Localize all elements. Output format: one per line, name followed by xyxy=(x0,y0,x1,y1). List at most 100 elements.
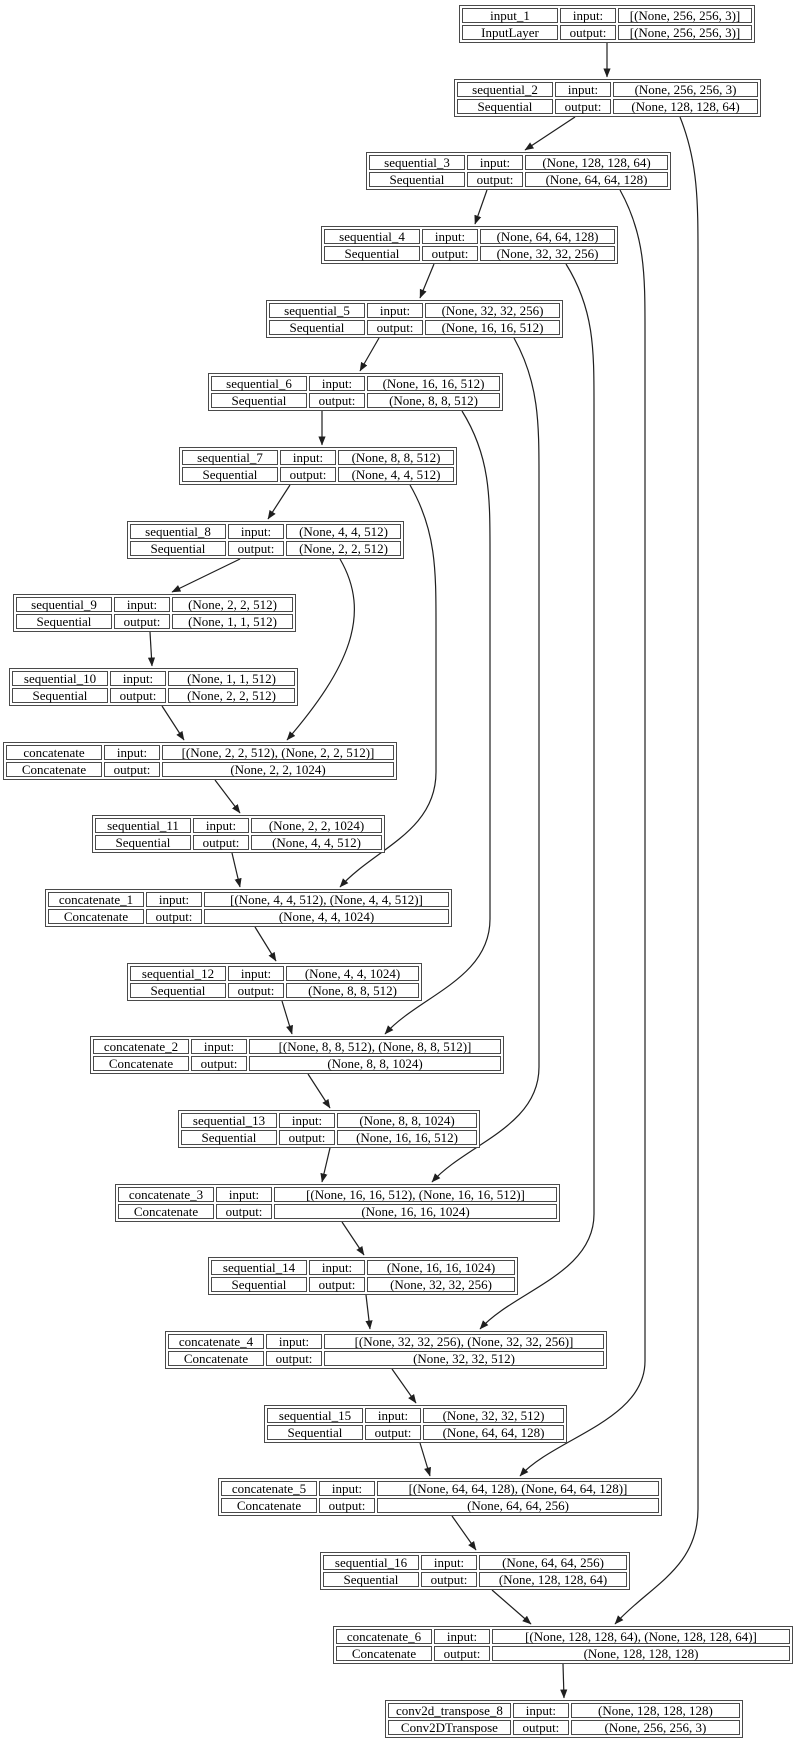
edge-concatenate_1-to-sequential_12 xyxy=(254,926,277,962)
output-shape: (None, 8, 8, 512) xyxy=(286,983,419,998)
layer-type: Sequential xyxy=(181,1130,277,1145)
layer-type: Sequential xyxy=(130,541,226,556)
layer-name: sequential_6 xyxy=(211,376,307,391)
input-shape: [(None, 8, 8, 512), (None, 8, 8, 512)] xyxy=(249,1039,501,1054)
layer-type: Concatenate xyxy=(93,1056,189,1071)
input-shape: (None, 4, 4, 1024) xyxy=(286,966,419,981)
layer-name: sequential_8 xyxy=(130,524,226,539)
layer-node-table: concatenate_4 input: [(None, 32, 32, 256… xyxy=(168,1334,604,1366)
output-label: output: xyxy=(146,909,202,924)
node-sequential_7: sequential_7 input: (None, 8, 8, 512) Se… xyxy=(179,447,457,485)
layer-name: sequential_15 xyxy=(267,1408,363,1423)
input-shape: (None, 1, 1, 512) xyxy=(168,671,295,686)
layer-node-table: concatenate_6 input: [(None, 128, 128, 6… xyxy=(336,1629,790,1661)
layer-name: concatenate_4 xyxy=(168,1334,264,1349)
node-conv2d_transpose_8: conv2d_transpose_8 input: (None, 128, 12… xyxy=(385,1700,743,1738)
layer-node-table: sequential_15 input: (None, 32, 32, 512)… xyxy=(267,1408,564,1440)
layer-name: sequential_4 xyxy=(324,229,420,244)
layer-name: sequential_13 xyxy=(181,1113,277,1128)
edge-sequential_11-to-concatenate_1 xyxy=(231,852,242,888)
node-sequential_12: sequential_12 input: (None, 4, 4, 1024) … xyxy=(127,963,422,1001)
input-shape: (None, 32, 32, 256) xyxy=(425,303,560,318)
layer-name: input_1 xyxy=(462,8,558,23)
input-label: input: xyxy=(228,966,284,981)
input-shape: (None, 8, 8, 512) xyxy=(338,450,454,465)
input-label: input: xyxy=(367,303,423,318)
layer-type: Concatenate xyxy=(118,1204,214,1219)
input-shape: [(None, 128, 128, 64), (None, 128, 128, … xyxy=(492,1629,790,1644)
output-shape: (None, 4, 4, 1024) xyxy=(204,909,449,924)
input-shape: [(None, 256, 256, 3)] xyxy=(618,8,752,23)
layer-name: sequential_16 xyxy=(323,1555,419,1570)
output-shape: (None, 64, 64, 128) xyxy=(423,1425,564,1440)
input-shape: (None, 128, 128, 64) xyxy=(525,155,668,170)
layer-type: Sequential xyxy=(324,246,420,261)
output-label: output: xyxy=(191,1056,247,1071)
layer-node-table: conv2d_transpose_8 input: (None, 128, 12… xyxy=(388,1703,740,1735)
layer-node-table: sequential_6 input: (None, 16, 16, 512) … xyxy=(211,376,500,408)
edge-sequential_8-to-sequential_9 xyxy=(171,558,241,593)
layer-type: Sequential xyxy=(323,1572,419,1587)
layer-node-table: concatenate_3 input: [(None, 16, 16, 512… xyxy=(118,1187,557,1219)
node-sequential_4: sequential_4 input: (None, 64, 64, 128) … xyxy=(321,226,618,264)
edge-sequential_4-to-concatenate_4 xyxy=(479,263,595,1330)
input-label: input: xyxy=(279,1113,335,1128)
layer-type: Conv2DTranspose xyxy=(388,1720,511,1735)
layer-name: concatenate xyxy=(6,745,102,760)
output-label: output: xyxy=(228,983,284,998)
layer-node-table: input_1 input: [(None, 256, 256, 3)] Inp… xyxy=(462,8,752,40)
layer-type: Concatenate xyxy=(6,762,102,777)
input-label: input: xyxy=(266,1334,322,1349)
output-label: output: xyxy=(266,1351,322,1366)
edge-sequential_7-to-concatenate_1 xyxy=(339,484,437,888)
input-label: input: xyxy=(280,450,336,465)
output-label: output: xyxy=(421,1572,477,1587)
input-shape: (None, 2, 2, 1024) xyxy=(251,818,382,833)
layer-type: Sequential xyxy=(369,172,465,187)
layer-node-table: sequential_5 input: (None, 32, 32, 256) … xyxy=(269,303,560,335)
output-shape: (None, 2, 2, 512) xyxy=(168,688,295,703)
edge-concatenate_2-to-sequential_13 xyxy=(307,1073,331,1109)
output-label: output: xyxy=(104,762,160,777)
input-label: input: xyxy=(319,1481,375,1496)
edge-sequential_9-to-sequential_10 xyxy=(147,631,156,667)
input-label: input: xyxy=(216,1187,272,1202)
layer-type: Concatenate xyxy=(221,1498,317,1513)
node-sequential_16: sequential_16 input: (None, 64, 64, 256)… xyxy=(320,1552,630,1590)
output-label: output: xyxy=(280,467,336,482)
edge-sequential_4-to-sequential_5 xyxy=(419,263,435,299)
layer-node-table: sequential_14 input: (None, 16, 16, 1024… xyxy=(211,1260,515,1292)
layer-node-table: sequential_9 input: (None, 2, 2, 512) Se… xyxy=(16,597,293,629)
node-sequential_11: sequential_11 input: (None, 2, 2, 1024) … xyxy=(92,815,385,853)
layer-node-table: sequential_2 input: (None, 256, 256, 3) … xyxy=(457,82,758,114)
output-shape: (None, 32, 32, 512) xyxy=(324,1351,604,1366)
edge-concatenate-to-sequential_11 xyxy=(214,779,241,814)
node-input_1: input_1 input: [(None, 256, 256, 3)] Inp… xyxy=(459,5,755,43)
edge-sequential_5-to-sequential_6 xyxy=(359,337,380,372)
output-shape: (None, 4, 4, 512) xyxy=(251,835,382,850)
layer-type: Sequential xyxy=(95,835,191,850)
layer-type: Sequential xyxy=(269,320,365,335)
layer-node-table: concatenate_5 input: [(None, 64, 64, 128… xyxy=(221,1481,659,1513)
output-label: output: xyxy=(467,172,523,187)
input-shape: [(None, 32, 32, 256), (None, 32, 32, 256… xyxy=(324,1334,604,1349)
node-concatenate_2: concatenate_2 input: [(None, 8, 8, 512),… xyxy=(90,1036,504,1074)
layer-name: sequential_9 xyxy=(16,597,112,612)
output-label: output: xyxy=(309,393,365,408)
layer-type: Concatenate xyxy=(336,1646,432,1661)
output-label: output: xyxy=(434,1646,490,1661)
output-label: output: xyxy=(193,835,249,850)
input-label: input: xyxy=(309,1260,365,1275)
output-shape: (None, 64, 64, 128) xyxy=(525,172,668,187)
output-shape: (None, 32, 32, 256) xyxy=(367,1277,515,1292)
input-label: input: xyxy=(421,1555,477,1570)
input-shape: [(None, 2, 2, 512), (None, 2, 2, 512)] xyxy=(162,745,394,760)
edge-sequential_8-to-concatenate xyxy=(286,558,355,741)
input-shape: (None, 32, 32, 512) xyxy=(423,1408,564,1423)
output-label: output: xyxy=(365,1425,421,1440)
node-sequential_8: sequential_8 input: (None, 4, 4, 512) Se… xyxy=(127,521,404,559)
edge-sequential_2-to-sequential_3 xyxy=(524,116,576,151)
output-label: output: xyxy=(367,320,423,335)
input-label: input: xyxy=(434,1629,490,1644)
